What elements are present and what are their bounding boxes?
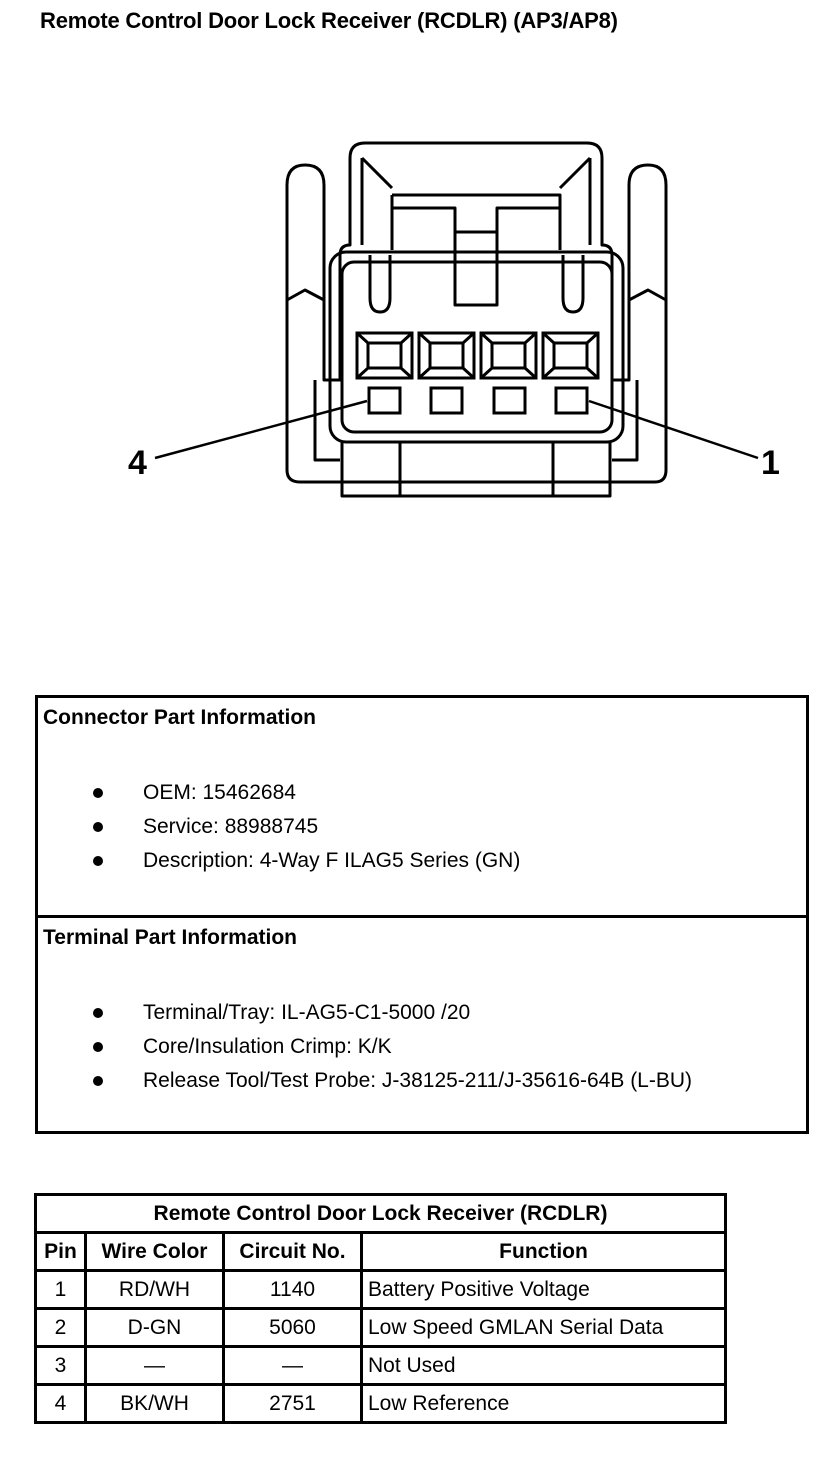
bullet-icon — [93, 856, 103, 866]
connector-part-info: Connector Part Information OEM: 15462684… — [43, 706, 521, 872]
bullet-icon — [93, 1042, 103, 1052]
column-header: Pin — [34, 1231, 87, 1272]
function-cell: Low Speed GMLAN Serial Data — [360, 1307, 727, 1348]
table-row: 3 — — Not Used — [34, 1345, 727, 1386]
wire-color-cell: — — [84, 1345, 225, 1386]
wire-color-cell: D-GN — [84, 1307, 225, 1348]
connector-face — [328, 250, 625, 444]
circuit-cell: — — [222, 1345, 363, 1386]
column-header: Function — [360, 1231, 727, 1272]
pin-label-1: 1 — [761, 444, 780, 482]
column-header: Circuit No. — [222, 1231, 363, 1272]
pin-cell: 2 — [34, 1307, 87, 1348]
pin-window-3 — [429, 386, 464, 415]
leader-line-pin-1 — [588, 399, 759, 460]
pin-cell: 1 — [34, 1269, 87, 1310]
column-header: Wire Color — [84, 1231, 225, 1272]
pin-window-1 — [554, 386, 589, 415]
page-title: Remote Control Door Lock Receiver (RCDLR… — [40, 8, 618, 33]
function-cell: Not Used — [360, 1345, 727, 1386]
pin-table: Remote Control Door Lock Receiver (RCDLR… — [34, 1193, 727, 1424]
right-latch-arm — [627, 163, 668, 300]
bullet-icon — [93, 788, 103, 798]
terminal-info-heading: Terminal Part Information — [43, 926, 297, 949]
cavity-3 — [417, 331, 476, 380]
pin-window-4 — [367, 386, 402, 415]
locking-tab — [390, 193, 562, 250]
cavity-2 — [479, 331, 538, 380]
bullet-icon — [93, 1076, 103, 1086]
terminal-cavities — [355, 331, 600, 380]
circuit-cell: 2751 — [222, 1383, 363, 1424]
table-row: 4 BK/WH 2751 Low Reference — [34, 1383, 727, 1424]
terminal-part-info: Terminal Part Information Terminal/Tray:… — [38, 915, 806, 1134]
cavity-4 — [355, 331, 414, 380]
bullet-icon — [93, 1008, 103, 1018]
pin-cell: 3 — [34, 1345, 87, 1386]
pin-cell: 4 — [34, 1383, 87, 1424]
part-info-box: Connector Part Information OEM: 15462684… — [35, 695, 809, 1134]
wire-color-cell: BK/WH — [84, 1383, 225, 1424]
bullet-icon — [93, 822, 103, 832]
circuit-cell: 1140 — [222, 1269, 363, 1310]
leader-line-pin-4 — [154, 399, 368, 460]
table-row: 2 D-GN 5060 Low Speed GMLAN Serial Data — [34, 1307, 727, 1348]
pin-label-4: 4 — [128, 444, 147, 482]
connector-housing — [285, 141, 668, 484]
circuit-cell: 5060 — [222, 1307, 363, 1348]
table-row: 1 RD/WH 1140 Battery Positive Voltage — [34, 1269, 727, 1310]
wire-color-cell: RD/WH — [84, 1269, 225, 1310]
pin-window-2 — [492, 386, 527, 415]
function-cell: Battery Positive Voltage — [360, 1269, 727, 1310]
left-latch-arm — [285, 163, 326, 300]
connector-diagram — [154, 141, 759, 498]
cavity-1 — [541, 331, 600, 380]
table-caption: Remote Control Door Lock Receiver (RCDLR… — [34, 1193, 727, 1234]
connector-info-heading: Connector Part Information — [43, 706, 317, 729]
table-header-row: Pin Wire Color Circuit No. Function — [34, 1231, 727, 1272]
function-cell: Low Reference — [360, 1383, 727, 1424]
